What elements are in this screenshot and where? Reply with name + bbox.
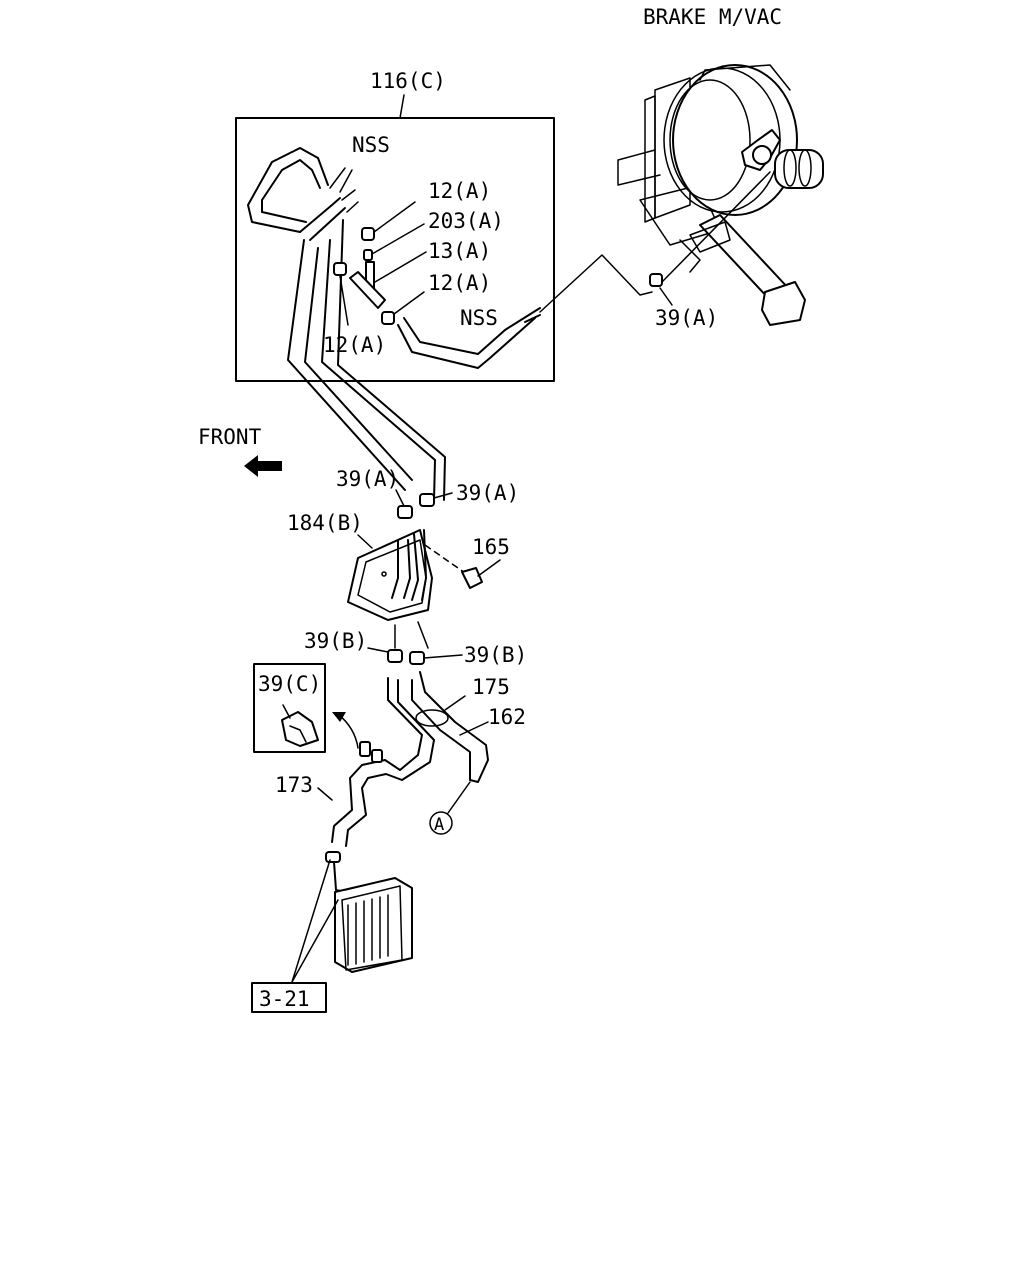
main-hose-pair [287,219,446,501]
clip-39a-left [395,489,413,519]
clip-39a-right [419,492,453,507]
label-reference-3-21: 3-21 [259,987,310,1011]
clip-pointer-arrow-icon [332,712,359,749]
label-clip-39b-left: 39(B) [304,629,367,653]
label-clip-39c: 39(C) [258,672,321,696]
nss-loop-hose [247,147,359,241]
label-clip-12a-3: 12(A) [323,333,386,357]
label-hose-173: 173 [275,773,313,797]
nss-booster-hose [397,171,771,369]
reference-3-21 [251,859,339,1013]
hose-assembly-frame [235,94,555,382]
label-brake-booster: BRAKE M/VAC [643,5,782,29]
front-arrow-icon [244,455,282,477]
label-bolt-165: 165 [472,535,510,559]
connector-a [429,781,471,835]
heater-core-unit [325,851,413,973]
label-clip-39b-right: 39(B) [464,643,527,667]
label-clip-12a-2: 12(A) [428,271,491,295]
label-front: FRONT [198,425,262,449]
clip-39b-right [409,621,463,665]
pipe-13a [349,251,427,309]
label-hose-assembly: 116(C) [370,69,446,93]
brake-booster-illustration [617,64,824,326]
label-clip-39a-right: 39(A) [456,481,519,505]
clip-12a-lower [381,291,425,325]
hose-162 [411,671,489,783]
hose-173 [317,677,435,847]
clip-39c-inset [253,663,326,753]
label-nss-upper: NSS [352,133,390,157]
label-grommet-175: 175 [472,675,510,699]
label-hose-162: 162 [488,705,526,729]
hose-bracket-184b [347,529,433,621]
grommet-175 [415,695,466,727]
clip-12a-left [333,262,349,326]
label-clip-39a-left: 39(A) [336,467,399,491]
clip-12a-top [361,201,416,241]
label-clip-12a-1: 12(A) [428,179,491,203]
label-connector-a: A [434,815,444,835]
label-clip-39a-booster: 39(A) [655,306,718,330]
label-nss-lower: NSS [460,306,498,330]
valve-203a [363,223,425,261]
clip-39b-left [367,624,403,663]
bolt-165 [424,544,501,589]
label-valve-203a: 203(A) [428,209,504,233]
label-bracket-184b: 184(B) [287,511,363,535]
label-pipe-13a: 13(A) [428,239,491,263]
